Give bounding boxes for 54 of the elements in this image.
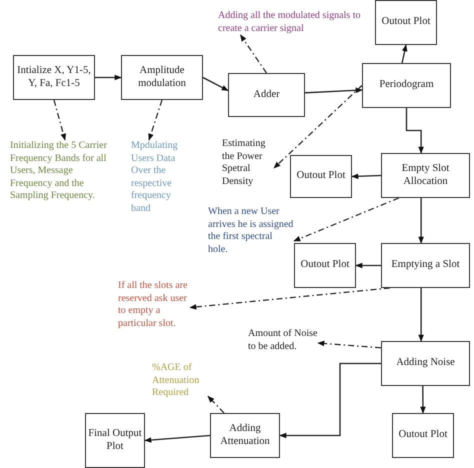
box-label: Emptying a Slot	[391, 259, 460, 272]
dash-dot-arrow	[293, 197, 400, 242]
process-box	[228, 73, 305, 117]
arrow	[304, 88, 363, 94]
arrow	[401, 44, 408, 64]
box-label: Outout Plot	[296, 170, 346, 183]
process-box	[362, 63, 451, 108]
process-box	[294, 243, 356, 288]
box-label: Adding Attenuation	[219, 422, 271, 448]
arrow	[355, 262, 381, 268]
arrow	[418, 288, 424, 342]
annotation-text: Initializing the 5 Carrier Frequency Bands for all Users, Message Frequency and the Sampling Frequency.	[10, 140, 110, 202]
process-box	[210, 413, 280, 458]
arrow	[420, 386, 426, 414]
annotation-text: Estimating the Power Spetral Density	[222, 138, 274, 188]
dash-dot-arrow	[317, 340, 382, 348]
dash-dot-arrow	[208, 396, 224, 414]
box-label: Outout Plot	[382, 16, 430, 29]
process-box	[85, 413, 145, 468]
dash-dot-arrow	[53, 100, 66, 141]
box-label: Amplitude modulation	[137, 64, 187, 90]
arrow	[279, 362, 381, 438]
arrow	[202, 76, 229, 92]
arrow	[144, 434, 210, 443]
box-label: Adding Noise	[396, 357, 455, 370]
dash-dot-arrow	[240, 34, 267, 74]
annotation-text: If all the slots are reserved ask user to empty a particular slot.	[118, 280, 190, 330]
process-box	[381, 153, 470, 198]
arrow	[406, 108, 424, 154]
process-box	[392, 413, 454, 458]
arrow	[351, 173, 382, 180]
annotation-text: %AGE of Attenuation Required	[152, 362, 208, 400]
process-box	[121, 55, 203, 100]
box-label: Outout Plot	[300, 259, 350, 272]
dash-dot-arrow	[189, 287, 390, 310]
process-box	[13, 55, 95, 100]
box-label: Outout Plot	[398, 429, 448, 442]
arrow	[418, 198, 424, 244]
dash-dot-arrow	[148, 100, 163, 141]
annotation-text: Mpdulating Users Data Over the respective frequency band	[131, 140, 191, 215]
process-box	[290, 155, 352, 198]
box-label: Intialize X, Y1-5, Y, Fa, Fc1-5	[16, 64, 92, 90]
box-label: Final Output Plot	[88, 428, 142, 454]
box-label: Empty Slot Allocation	[400, 162, 450, 188]
box-label: Periodogram	[379, 79, 434, 92]
process-box	[381, 341, 470, 386]
arrow	[95, 74, 122, 80]
annotation-text: When a new User arrives he is assigned the first spectral hole.	[208, 206, 294, 256]
annotation-text: Adding all the modulated signals to create a carrier signal	[218, 10, 368, 35]
process-box	[375, 0, 437, 45]
box-label: Adder	[253, 88, 280, 102]
annotation-text: Amount of Noise to be added.	[248, 328, 318, 353]
dash-dot-arrow	[274, 85, 362, 168]
process-box	[381, 243, 470, 288]
